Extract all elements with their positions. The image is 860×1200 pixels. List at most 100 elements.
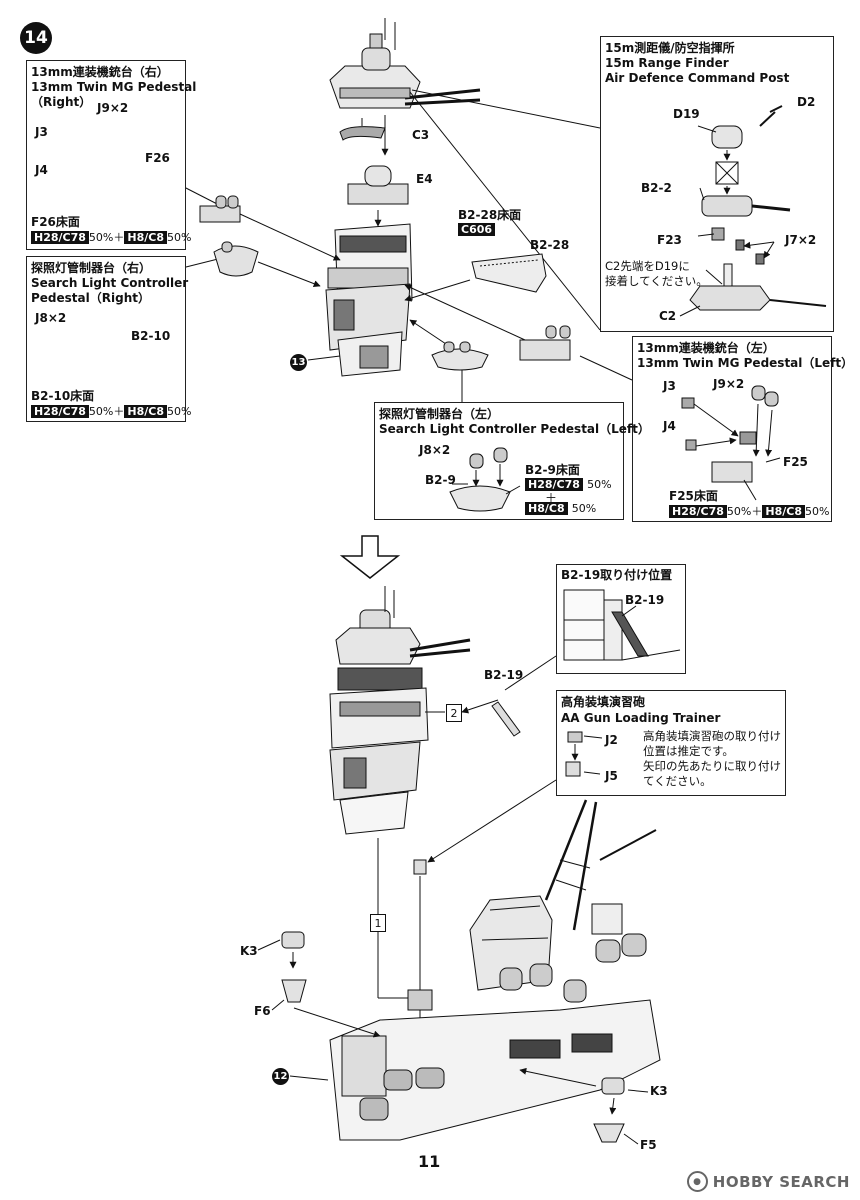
mg-right-color-b: H8/C8 xyxy=(124,231,167,244)
range-finder-title-en2: Air Defence Command Post xyxy=(605,71,790,85)
mg-left-sketch xyxy=(681,385,781,501)
part-f5 xyxy=(593,1123,625,1143)
sl-right-title-en1: Search Light Controller xyxy=(31,276,189,290)
mg-right-pct-b: 50% xyxy=(166,231,192,244)
range-finder-sketch xyxy=(679,105,827,317)
range-finder-label-j7: J7×2 xyxy=(785,233,817,247)
sl-left-pct-a: 50% xyxy=(587,478,612,491)
part-b2-19 xyxy=(491,701,521,737)
range-finder-label-d19: D19 xyxy=(673,107,700,121)
mg-right-label-j9: J9×2 xyxy=(97,101,129,115)
step-marker-1: 1 xyxy=(370,914,386,932)
sl-right-pct-b: 50% xyxy=(166,405,192,418)
mg-left-label-f25: F25 xyxy=(783,455,808,469)
watermark-text: HOBBY SEARCH xyxy=(712,1172,850,1191)
callout-e4: E4 xyxy=(416,172,433,186)
watermark-logo-icon: ● xyxy=(686,1171,708,1192)
mg-left-color-a: H28/C78 xyxy=(669,505,727,518)
part-b2-9-assembly xyxy=(431,341,489,371)
callout-c3: C3 xyxy=(412,128,430,142)
sl-right-title-ja: 探照灯管制器台（右） xyxy=(31,261,152,275)
mg-left-label-j3: J3 xyxy=(663,379,676,393)
tower-top-assembly xyxy=(329,18,481,109)
sl-right-box: 探照灯管制器台（右） Search Light Controller Pedes… xyxy=(26,256,191,422)
part-c3 xyxy=(339,115,389,156)
range-finder-title-en1: 15m Range Finder xyxy=(605,56,729,70)
callout-b2-19: B2-19 xyxy=(484,668,524,682)
sl-right-color-a: H28/C78 xyxy=(31,405,89,418)
callout-f6: F6 xyxy=(254,1004,271,1018)
mg-left-title-ja: 13mm連装機銃台（左） xyxy=(637,341,775,355)
mg-left-label-j9: J9×2 xyxy=(713,377,745,391)
mg-right-label-j3: J3 xyxy=(35,125,48,139)
part-f26-assembly xyxy=(199,195,241,223)
mg-right-pct-a: 50%＋ xyxy=(88,231,125,244)
sl-right-pct-a: 50%＋ xyxy=(88,405,125,418)
callout-f5: F5 xyxy=(640,1138,657,1152)
range-finder-label-f23: F23 xyxy=(657,233,682,247)
part-e4 xyxy=(347,165,409,227)
sl-left-sketch xyxy=(449,447,521,512)
sl-left-color-b: H8/C8 xyxy=(525,502,568,515)
mg-left-title-en: 13mm Twin MG Pedestal（Left） xyxy=(637,356,854,370)
watermark: ● HOBBY SEARCH xyxy=(686,1171,850,1192)
range-finder-title-ja: 15m測距儀/防空指揮所 xyxy=(605,41,735,55)
b219-position-box: B2-19取り付け位置 B2-19 xyxy=(556,564,686,674)
sl-right-color-b: H8/C8 xyxy=(124,405,167,418)
aa-trainer-note-2: 位置は推定です。 xyxy=(643,744,734,758)
sl-left-color-a: H28/C78 xyxy=(525,478,583,491)
mg-left-color-b: H8/C8 xyxy=(762,505,805,518)
b219-detail-sketch xyxy=(563,589,681,661)
aa-trainer-note-4: てください。 xyxy=(643,774,712,788)
down-arrow xyxy=(339,535,401,579)
aa-trainer-note-3: 矢印の先あたりに取り付け xyxy=(643,759,781,773)
aa-trainer-label-j2: J2 xyxy=(605,733,618,747)
b219-position-label: B2-19 xyxy=(625,593,665,607)
part-k3-left xyxy=(281,931,305,969)
callout-c606-line: C606 xyxy=(458,222,496,236)
sl-left-label-b2-9: B2-9 xyxy=(425,473,456,487)
sl-right-floor: B2-10床面 xyxy=(31,389,95,403)
tower-assembled xyxy=(329,586,471,835)
aa-trainer-sketch xyxy=(565,731,603,777)
mg-right-title-en2: （Right） xyxy=(31,95,92,109)
sl-left-box: 探照灯管制器台（左） Search Light Controller Pedes… xyxy=(374,402,650,520)
ref-circle-12: 12 xyxy=(272,1068,289,1085)
sl-left-title-en: Search Light Controller Pedestal（Left） xyxy=(379,422,650,436)
page-number: 11 xyxy=(418,1152,441,1171)
aa-trainer-note-1: 高角装填演習砲の取り付け xyxy=(643,729,781,743)
part-f6 xyxy=(281,979,381,1038)
sl-left-pct-b: 50% xyxy=(571,502,597,515)
part-f25-assembly xyxy=(519,325,571,361)
sl-left-title-ja: 探照灯管制器台（左） xyxy=(379,407,500,421)
sl-left-plus: ＋ xyxy=(545,491,558,505)
range-finder-box: 15m測距儀/防空指揮所 15m Range Finder Air Defenc… xyxy=(600,36,834,332)
range-finder-note-2: 接着してください。 xyxy=(605,274,708,288)
part-k3-right xyxy=(601,1077,625,1115)
aa-trainer-title-en: AA Gun Loading Trainer xyxy=(561,711,721,725)
mg-right-color-a: H28/C78 xyxy=(31,231,89,244)
callout-k3-left: K3 xyxy=(240,944,258,958)
tower-body-upper xyxy=(325,223,413,377)
aa-trainer-label-j5: J5 xyxy=(605,769,618,783)
sl-left-label-j8: J8×2 xyxy=(419,443,451,457)
mg-right-title-ja: 13mm連装機銃台（右） xyxy=(31,65,169,79)
sl-right-label-j8: J8×2 xyxy=(35,311,67,325)
aa-trainer-box: 高角装填演習砲 AA Gun Loading Trainer J2 J5 高角装… xyxy=(556,690,786,796)
sl-right-label-b2-10: B2-10 xyxy=(131,329,171,343)
step-number-badge: 14 xyxy=(20,22,52,54)
callout-b2-28: B2-28 xyxy=(530,238,570,252)
mg-left-label-j4: J4 xyxy=(663,419,676,433)
mg-right-label-j4: J4 xyxy=(35,163,48,177)
aa-trainer-title-ja: 高角装填演習砲 xyxy=(561,695,646,709)
mg-left-pct-b: 50% xyxy=(804,505,830,518)
sl-left-color-b-line: H8/C8 50% xyxy=(525,501,596,515)
sl-left-color-a-line: H28/C78 50% xyxy=(525,477,612,491)
sl-left-floor: B2-9床面 xyxy=(525,463,580,477)
mg-right-box: 13mm連装機銃台（右） 13mm Twin MG Pedestal （Righ… xyxy=(26,60,196,250)
mg-left-box: 13mm連装機銃台（左） 13mm Twin MG Pedestal（Left）… xyxy=(632,336,853,522)
range-finder-label-c2: C2 xyxy=(659,309,677,323)
